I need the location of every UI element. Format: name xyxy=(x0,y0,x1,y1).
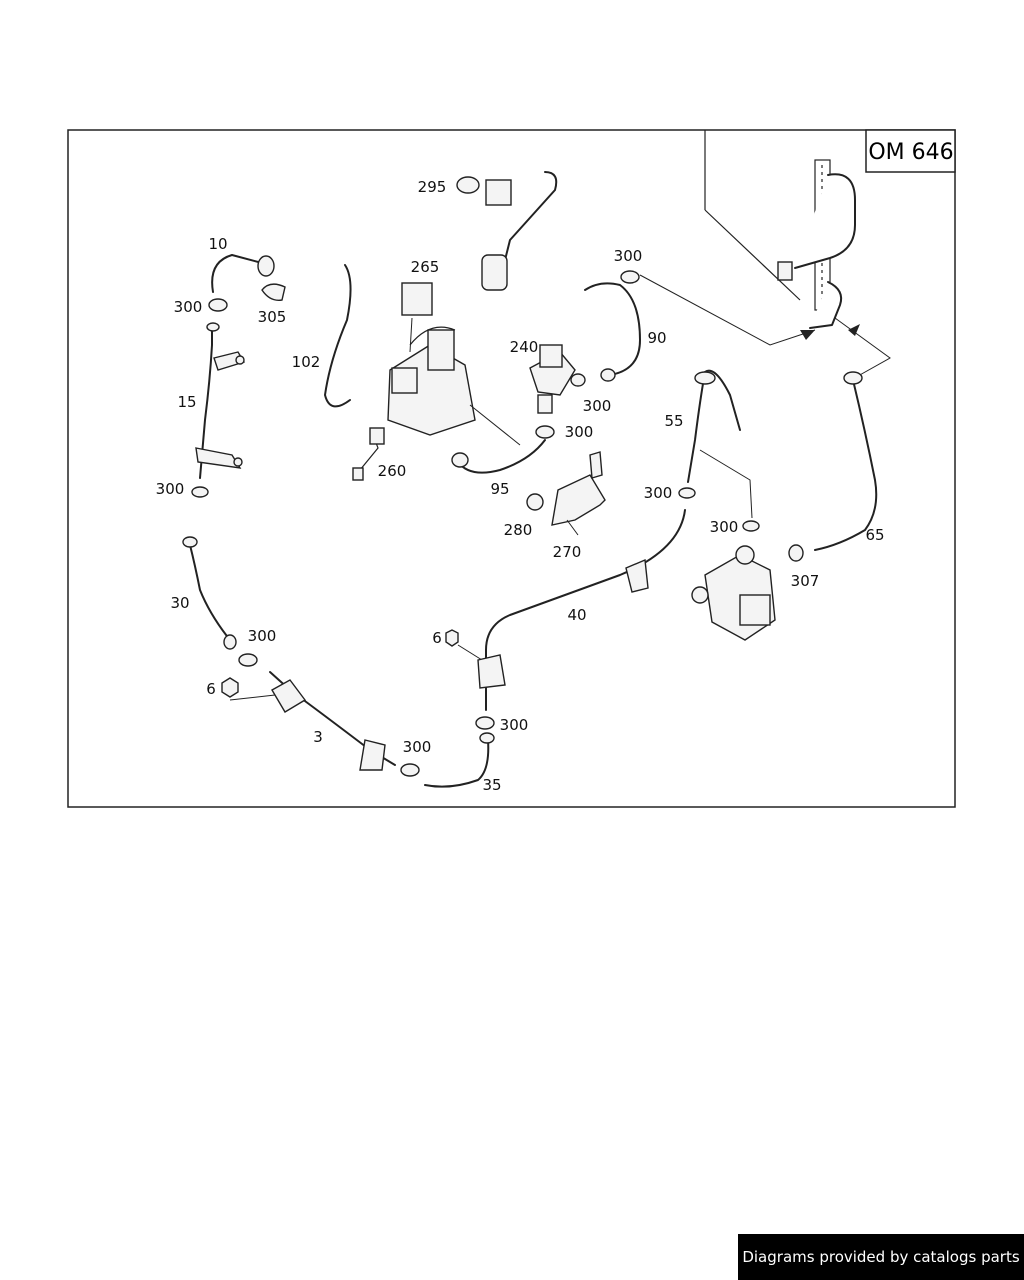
clamp-300 xyxy=(620,270,640,284)
clamp-305 xyxy=(261,283,286,301)
clamp-300 xyxy=(400,763,420,777)
hose-35 xyxy=(424,739,490,788)
pipe-40 xyxy=(477,509,686,711)
pipe-15 xyxy=(195,322,246,479)
label-3: 3 xyxy=(313,728,323,746)
arrow-head xyxy=(848,324,860,336)
label-300: 300 xyxy=(500,716,529,734)
heat-exchanger xyxy=(704,130,856,329)
clamp-307 xyxy=(788,544,804,562)
part-labels: 10 305 300 15 300 30 300 6 3 300 35 102 … xyxy=(156,178,885,794)
pump-240 xyxy=(529,344,576,414)
label-95: 95 xyxy=(490,480,509,498)
label-300: 300 xyxy=(156,480,185,498)
label-300: 300 xyxy=(710,518,739,536)
label-90: 90 xyxy=(647,329,666,347)
credit-text: Diagrams provided by catalogs parts xyxy=(742,1248,1020,1266)
label-10: 10 xyxy=(208,235,227,253)
nut-6 xyxy=(445,629,459,647)
clamp-300 xyxy=(535,425,555,439)
label-300: 300 xyxy=(565,423,594,441)
label-35: 35 xyxy=(482,776,501,794)
label-307: 307 xyxy=(791,572,820,590)
hose-10 xyxy=(211,254,263,293)
hose-90 xyxy=(584,282,641,376)
clamp-300 xyxy=(742,520,760,532)
label-6: 6 xyxy=(206,680,216,698)
hose-30 xyxy=(189,544,231,641)
label-55: 55 xyxy=(664,412,683,430)
arrow-head xyxy=(800,330,815,340)
variant-label: OM 646 xyxy=(868,140,953,165)
hose-65 xyxy=(814,379,878,551)
credit-banner: Diagrams provided by catalogs parts xyxy=(738,1234,1024,1280)
label-15: 15 xyxy=(177,393,196,411)
clamp-300 xyxy=(570,373,586,387)
label-300: 300 xyxy=(403,738,432,756)
clamp-300 xyxy=(238,653,258,667)
hose-102 xyxy=(324,264,352,408)
clamp-300 xyxy=(678,487,696,499)
relay-265 xyxy=(401,282,433,316)
label-305: 305 xyxy=(258,308,287,326)
label-30: 30 xyxy=(170,594,189,612)
label-260: 260 xyxy=(378,462,407,480)
nut-6 xyxy=(221,677,239,698)
label-6: 6 xyxy=(432,629,442,647)
label-300: 300 xyxy=(614,247,643,265)
washer-280 xyxy=(526,493,544,511)
label-265: 265 xyxy=(411,258,440,276)
label-295: 295 xyxy=(418,178,447,196)
bracket-270 xyxy=(551,474,606,526)
label-300: 300 xyxy=(174,298,203,316)
label-65: 65 xyxy=(865,526,884,544)
label-300: 300 xyxy=(248,627,277,645)
label-300: 300 xyxy=(644,484,673,502)
label-300: 300 xyxy=(583,397,612,415)
label-240: 240 xyxy=(510,338,539,356)
valve-unit xyxy=(691,545,776,641)
pipe-3 xyxy=(269,671,396,771)
label-270: 270 xyxy=(553,543,582,561)
clamp-300 xyxy=(191,486,209,498)
label-280: 280 xyxy=(504,521,533,539)
hose-95 xyxy=(457,439,546,474)
clamp-300 xyxy=(475,716,495,730)
diagram-frame xyxy=(67,129,956,808)
label-40: 40 xyxy=(567,606,586,624)
pipe-55 xyxy=(687,369,753,519)
label-102: 102 xyxy=(292,353,321,371)
heater-unit-260 xyxy=(352,326,521,481)
clamp-300 xyxy=(208,298,228,312)
variant-box xyxy=(865,129,956,173)
hose-295 xyxy=(456,171,558,291)
